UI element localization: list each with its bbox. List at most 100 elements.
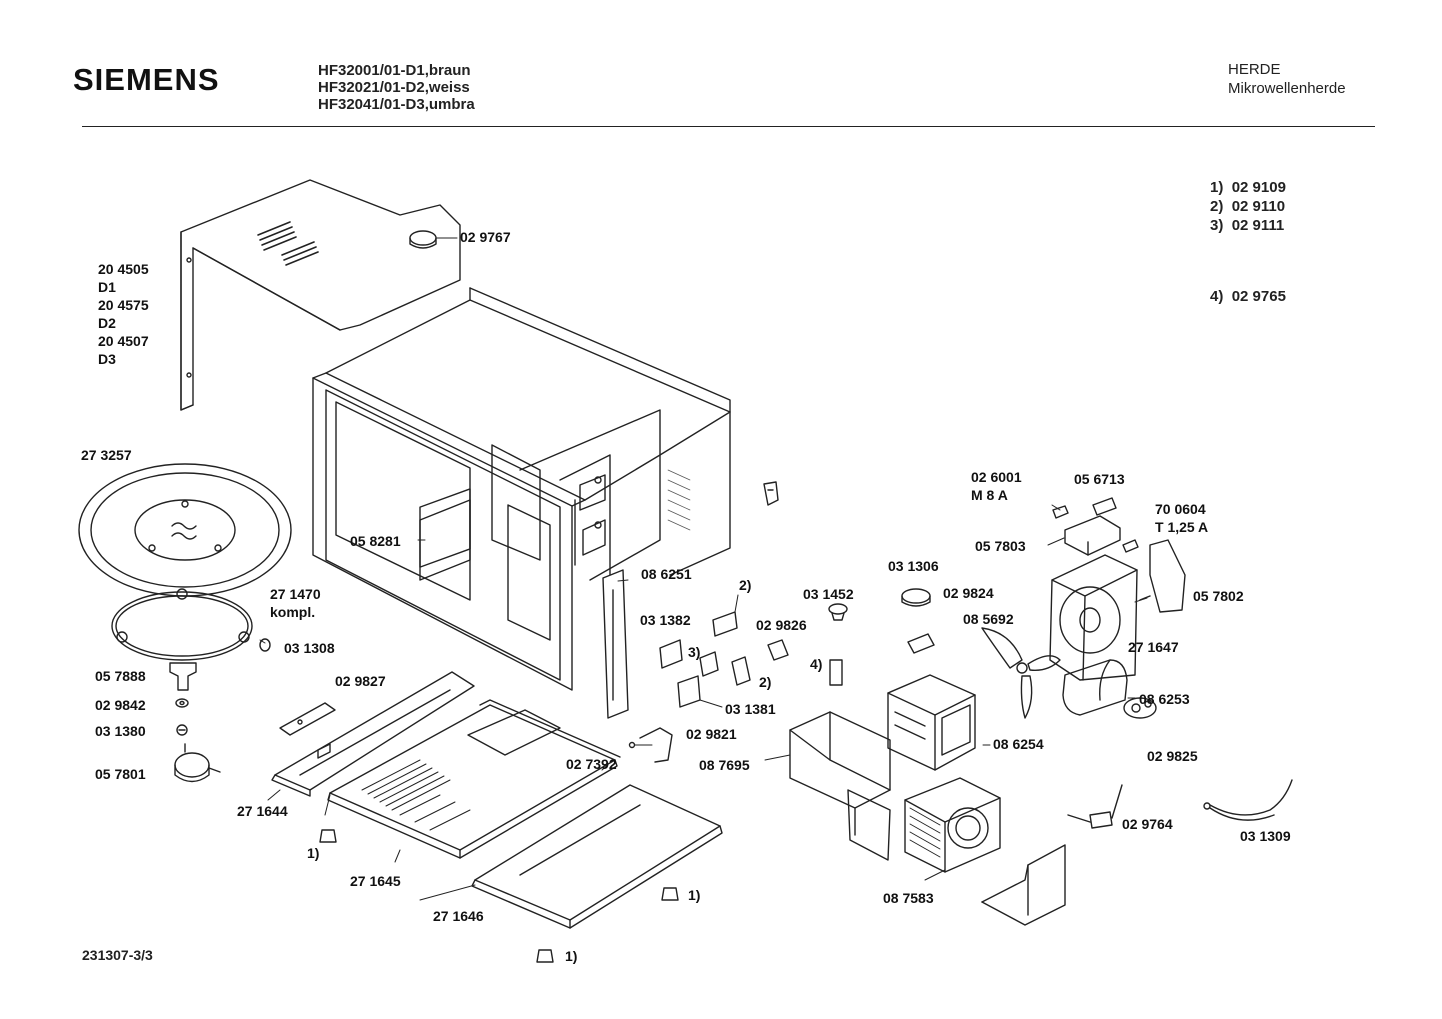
part-label: 03 1309 — [1240, 828, 1291, 844]
fan-housing-drawing — [1050, 555, 1137, 680]
part-label: 27 1647 — [1128, 639, 1179, 655]
category-subtitle: Mikrowellenherde — [1228, 80, 1346, 97]
clip-drawing — [177, 725, 187, 735]
part-label: 3) — [688, 644, 701, 660]
part-label: 02 9824 — [943, 585, 994, 601]
outer-cover-drawing — [181, 180, 460, 410]
part-label: 02 9767 — [460, 229, 511, 245]
oven-cavity-drawing — [313, 288, 730, 690]
legend-item: 1) 02 9109 — [1210, 179, 1286, 196]
part-label: 1) — [688, 887, 701, 903]
turntable-ring-drawing — [112, 589, 252, 660]
waveguide-drawing — [790, 712, 890, 860]
part-label: 27 1470 — [270, 586, 321, 602]
part-label: 02 6001 — [971, 469, 1022, 485]
base-plate-front-drawing — [272, 672, 474, 796]
part-label: 2) — [759, 674, 772, 690]
model-line: HF32001/01-D1,braun — [318, 62, 471, 79]
coupler-drawing — [170, 663, 196, 690]
wiring-harness-drawing — [1204, 780, 1292, 820]
door-hook-drawing — [764, 482, 778, 505]
fan-blade-drawing — [982, 628, 1060, 718]
model-list: HF32001/01-D1,braun HF32021/01-D2,weiss … — [318, 62, 475, 113]
part-label: 02 9826 — [756, 617, 807, 633]
washer-drawing — [176, 699, 188, 707]
legend-item: 3) 02 9111 — [1210, 217, 1285, 234]
part-label: 08 7695 — [699, 757, 750, 773]
part-label: 05 7802 — [1193, 588, 1244, 604]
part-label: 02 9821 — [686, 726, 737, 742]
footnote-legend: 1) 02 9109 2) 02 9110 3) 02 9111 4) 02 9… — [1210, 178, 1286, 306]
part-label: 27 1646 — [433, 908, 484, 924]
leader-lines — [260, 238, 1147, 900]
capacitor-bracket-drawing — [1124, 698, 1156, 718]
cover-part-numbers: 20 4505 D1 20 4575 D2 20 4507 D3 — [98, 260, 149, 368]
header-divider — [82, 126, 1375, 127]
diode-drawing — [1068, 785, 1122, 828]
part-label: D3 — [98, 351, 116, 367]
part-label: 20 4507 — [98, 333, 149, 349]
part-label: 08 6251 — [641, 566, 692, 582]
part-label: D2 — [98, 315, 116, 331]
brand-logo: SIEMENS — [73, 62, 220, 97]
category-block: HERDE Mikrowellenherde — [1228, 60, 1346, 98]
part-label: 03 1452 — [803, 586, 854, 602]
part-label: kompl. — [270, 604, 316, 620]
bracket-right-drawing — [1140, 540, 1185, 612]
thermostat-drawing — [410, 231, 452, 248]
part-label: 27 1645 — [350, 873, 401, 889]
part-label: 20 4505 — [98, 261, 149, 277]
part-label: 08 7583 — [883, 890, 934, 906]
capacitor-drawing — [1063, 660, 1127, 715]
thermostat-2-drawing — [902, 589, 934, 653]
fuse-holder-drawing — [1053, 498, 1138, 555]
part-label: 03 1306 — [888, 558, 939, 574]
category-title: HERDE — [1228, 61, 1281, 78]
part-label: 05 7803 — [975, 538, 1026, 554]
part-label: 03 1381 — [725, 701, 776, 717]
turntable-plate-drawing — [79, 464, 291, 596]
part-label: M 8 A — [971, 487, 1008, 503]
part-label: 08 5692 — [963, 611, 1014, 627]
part-label: 02 9764 — [1122, 816, 1173, 832]
legend-item: 4) 02 9765 — [1210, 288, 1286, 305]
part-label: D1 — [98, 279, 116, 295]
bracket-drawing — [280, 703, 335, 735]
base-plate-middle-drawing — [328, 700, 620, 858]
part-label: 4) — [810, 656, 823, 672]
magnetron-drawing — [888, 675, 975, 770]
part-label: 27 3257 — [81, 447, 132, 463]
part-label: 27 1644 — [237, 803, 288, 819]
part-label: 02 9825 — [1147, 748, 1198, 764]
part-label: 05 8281 — [350, 533, 401, 549]
part-label: 05 7801 — [95, 766, 146, 782]
part-label: 1) — [565, 948, 578, 964]
support-bracket-drawing — [982, 845, 1065, 925]
part-label: 70 0604 — [1155, 501, 1206, 517]
part-label: 08 6253 — [1139, 691, 1190, 707]
drawing-number: 231307-3/3 — [82, 947, 153, 963]
model-line: HF32041/01-D3,umbra — [318, 96, 475, 113]
part-label: 05 7888 — [95, 668, 146, 684]
part-label: 08 6254 — [993, 736, 1044, 752]
legend-item: 2) 02 9110 — [1210, 198, 1286, 215]
knob-drawing — [260, 639, 270, 651]
feet-drawing — [320, 830, 678, 962]
part-label: 20 4575 — [98, 297, 149, 313]
part-label: 03 1382 — [640, 612, 691, 628]
base-plate-rear-drawing — [472, 785, 722, 928]
part-label: 05 6713 — [1074, 471, 1125, 487]
switch-holder-drawing — [603, 570, 628, 718]
part-label: 03 1380 — [95, 723, 146, 739]
part-label: 02 9842 — [95, 697, 146, 713]
transformer-drawing — [905, 778, 1000, 872]
part-label: T 1,25 A — [1155, 519, 1209, 535]
lamp-drawing — [768, 604, 847, 685]
part-label: 02 9827 — [335, 673, 386, 689]
part-label: 1) — [307, 845, 320, 861]
part-label: 2) — [739, 577, 752, 593]
motor-drawing — [175, 744, 220, 782]
model-line: HF32021/01-D2,weiss — [318, 79, 470, 96]
part-label: 02 7392 — [566, 756, 617, 772]
